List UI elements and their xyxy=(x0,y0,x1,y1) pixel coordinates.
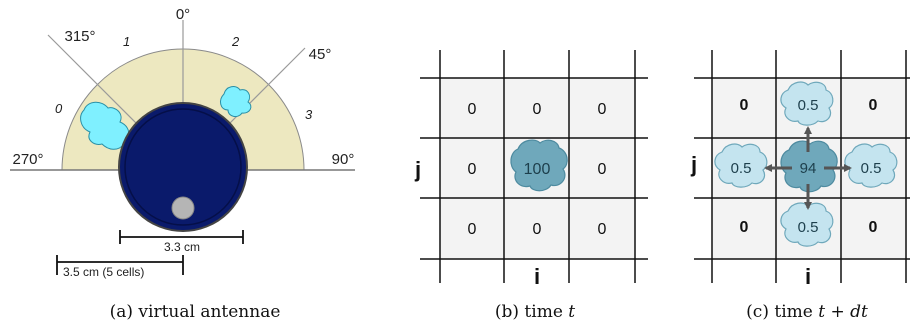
antenna-number-3: 3 xyxy=(305,107,313,122)
cell-b-2-1: 0 xyxy=(533,221,542,238)
caption-b-var: t xyxy=(568,302,575,322)
grid-c-values: 0 0.5 0 0.5 94 0.5 0 0.5 0 xyxy=(731,97,882,236)
caption-b-prefix: (b) time xyxy=(495,302,568,322)
cell-b-0-2: 0 xyxy=(598,101,607,118)
col-label-i-b: i xyxy=(534,264,540,289)
panel-c-time-t-dt: 0 0.5 0 0.5 94 0.5 0 0.5 0 j i (c) time … xyxy=(690,50,910,322)
pheromone-cloud-center xyxy=(780,140,838,193)
caption-c-prefix: (c) time xyxy=(746,302,818,322)
cell-c-2-0: 0 xyxy=(740,219,749,236)
antenna-number-1: 1 xyxy=(123,34,130,49)
cell-c-0-1: 0.5 xyxy=(798,97,819,114)
scale-label-robot: 3.3 cm xyxy=(164,240,200,254)
pheromone-cloud-left xyxy=(714,143,768,188)
cell-c-1-0: 0.5 xyxy=(731,160,752,177)
cell-c-2-1: 0.5 xyxy=(798,219,819,236)
caption-a: (a) virtual antennae xyxy=(110,302,281,322)
robot-body xyxy=(118,102,248,232)
cell-c-1-2: 0.5 xyxy=(861,160,882,177)
scale-label-cells: 3.5 cm (5 cells) xyxy=(63,265,144,279)
robot-sensor-dot xyxy=(171,196,195,220)
col-label-i-c: i xyxy=(805,264,811,289)
angle-label-270: 270° xyxy=(12,151,43,168)
cell-b-2-0: 0 xyxy=(468,221,477,238)
row-label-j-c: j xyxy=(690,152,697,177)
cell-b-1-1: 100 xyxy=(524,161,551,178)
scale-bar-robot xyxy=(119,230,244,244)
cell-b-1-0: 0 xyxy=(468,161,477,178)
angle-label-315: 315° xyxy=(64,28,95,45)
cell-b-0-0: 0 xyxy=(468,101,477,118)
row-label-j-b: j xyxy=(414,157,421,182)
antenna-number-2: 2 xyxy=(231,34,240,49)
caption-c-var: t + dt xyxy=(818,302,868,322)
cell-b-1-2: 0 xyxy=(598,161,607,178)
cell-c-0-0: 0 xyxy=(740,97,749,114)
scale-bar-cells xyxy=(56,255,184,275)
cell-c-1-1: 94 xyxy=(800,160,817,177)
cell-b-2-2: 0 xyxy=(598,221,607,238)
angle-label-0: 0° xyxy=(176,6,190,23)
caption-c: (c) time t + dt xyxy=(746,302,868,322)
grid-b-values: 0 0 0 0 100 0 0 0 0 xyxy=(468,101,607,238)
caption-b: (b) time t xyxy=(495,302,575,322)
angle-label-45: 45° xyxy=(309,46,332,63)
robot-inner-ring xyxy=(124,108,242,226)
angle-label-90: 90° xyxy=(332,151,355,168)
cell-c-2-2: 0 xyxy=(869,219,878,236)
panel-a-virtual-antennae: 0° 315° 45° 270° 90° 0 1 2 3 3.3 cm 3.5 … xyxy=(10,6,355,322)
panel-b-time-t: 0 0 0 0 100 0 0 0 0 j i (b) time t xyxy=(414,50,648,322)
cell-b-0-1: 0 xyxy=(533,101,542,118)
pheromone-cloud-b xyxy=(510,139,568,192)
antenna-blob-right xyxy=(220,86,252,118)
cell-c-0-2: 0 xyxy=(869,97,878,114)
diffusion-arrows xyxy=(764,126,852,210)
grid-b-lines xyxy=(420,50,648,283)
antenna-number-0: 0 xyxy=(55,101,63,116)
pheromone-cloud-top xyxy=(780,81,834,126)
